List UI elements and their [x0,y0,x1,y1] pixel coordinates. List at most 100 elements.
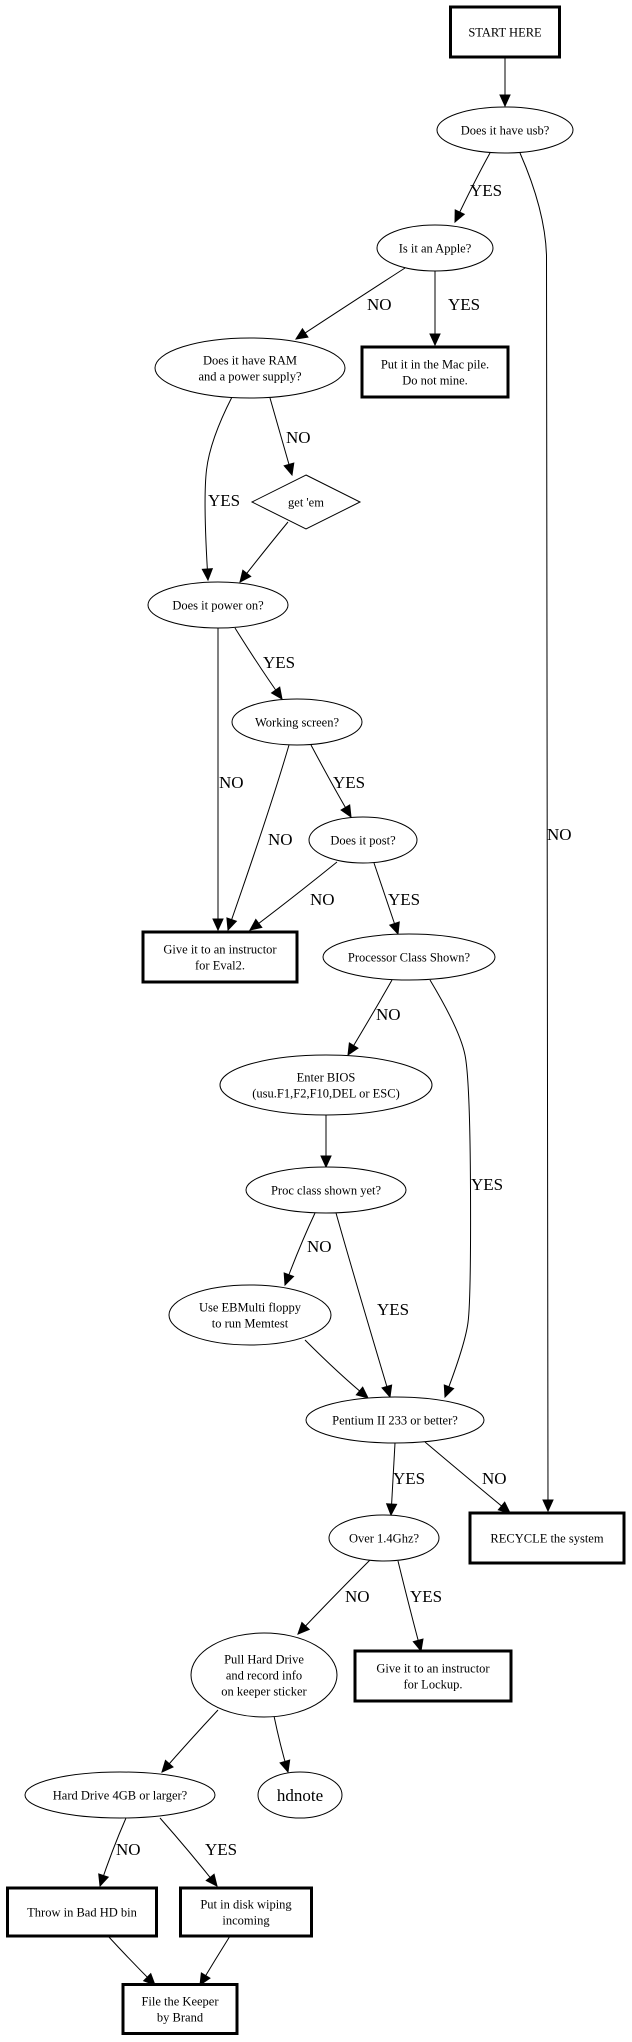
node-ram: Does it have RAM and a power supply? [154,337,346,399]
node-procshown: Processor Class Shown? [322,933,496,981]
node-keeper: File the Keeper by Brand [121,1983,239,2035]
node-label: Pull Hard Drive [224,1653,304,1667]
edge-usb-recycle [519,152,549,1512]
edge-label-no: NO [116,1840,141,1859]
node-getem: get 'em [250,474,362,530]
edge-label-no: NO [367,295,392,314]
node-screen: Working screen? [231,698,363,746]
diamond-shape [250,474,362,530]
arrowhead-icon [443,1384,455,1399]
node-label: RECYCLE the system [490,1532,603,1546]
edge-label-yes: YES [393,1469,425,1488]
node-label: Give it to an instructor [376,1662,490,1676]
ellipse-shape [154,337,346,399]
node-recycle: RECYCLE the system [468,1511,626,1565]
edge-label-yes: YES [410,1587,442,1606]
node-post: Does it post? [308,816,418,864]
node-label: Put it in the Mac pile. [381,358,489,372]
edges-layer [98,57,554,1987]
box-shape [141,930,299,984]
edge-label-yes: YES [388,890,420,909]
edge-label-no: NO [376,1005,401,1024]
arrowhead-icon [239,569,252,583]
box-shape [360,345,510,399]
edge-procshown-pentium [429,979,472,1398]
node-hd4gb: Hard Drive 4GB or larger? [24,1771,216,1819]
node-label: incoming [222,1914,270,1928]
arrowhead-icon [205,1873,218,1887]
node-label: Enter BIOS [297,1071,356,1085]
node-label: Does it have usb? [461,124,550,138]
edge-ebmulti-pentium [304,1339,369,1399]
node-label: for Eval2. [195,959,245,973]
arrowhead-icon [279,1759,291,1774]
node-label: (usu.F1,F2,F10,DEL or ESC) [252,1087,399,1101]
ellipse-shape [24,1771,216,1819]
edge-label-yes: YES [471,1175,503,1194]
edge-label-no: NO [547,825,572,844]
node-label: get 'em [288,496,324,510]
arrowhead-icon [297,1621,311,1635]
edge-ghz-lockup [397,1560,422,1652]
box-shape [6,1886,158,1938]
arrowhead-icon [226,917,238,932]
edge-getem-poweron [239,521,289,583]
node-ghz: Over 1.4Ghz? [328,1514,440,1562]
ellipse-shape [168,1284,332,1346]
edge-apple-ram [295,267,406,340]
node-macpile: Put it in the Mac pile. Do not mine. [360,345,510,399]
arrowhead-icon [294,327,309,340]
ellipse-shape [436,106,574,154]
ellipse-shape [257,1771,343,1819]
node-label: Do not mine. [402,374,468,388]
arrowhead-icon [388,921,400,936]
node-label: Does it have RAM [203,354,297,368]
arrowhead-icon [249,918,263,931]
node-wiping: Put in disk wiping incoming [179,1886,313,1938]
arrowhead-icon [212,918,224,932]
arrowhead-icon [142,1972,156,1986]
edge-pullhd-hd4gb [161,1709,219,1773]
ellipse-shape [376,224,494,272]
edge-label-yes: YES [263,653,295,672]
edge-label-yes: YES [205,1840,237,1859]
arrowhead-icon [542,1499,554,1513]
ellipse-shape [231,698,363,746]
edge-screen-eval2 [227,744,290,931]
arrowhead-icon [199,1972,211,1987]
edge-label-yes: YES [333,773,365,792]
arrowhead-icon [340,804,352,819]
box-shape [353,1649,513,1703]
arrowhead-icon [429,333,441,347]
node-label: Pentium II 233 or better? [332,1414,458,1428]
node-label: on keeper sticker [221,1685,307,1699]
edge-label-yes: YES [470,181,502,200]
node-label: and a power supply? [198,370,302,384]
node-label: File the Keeper [141,1995,219,2009]
node-label: Processor Class Shown? [348,951,471,965]
edge-label-no: NO [307,1237,332,1256]
ellipse-shape [328,1514,440,1562]
node-eval2: Give it to an instructor for Eval2. [141,930,299,984]
ellipse-shape [219,1054,433,1116]
ellipse-shape [147,581,289,629]
edge-label-no: NO [345,1587,370,1606]
node-label: by Brand [157,2011,204,2025]
node-usb: Does it have usb? [436,106,574,154]
node-label: Give it to an instructor [163,943,277,957]
edge-label-yes: YES [208,491,240,510]
node-procyet: Proc class shown yet? [245,1166,407,1214]
node-label: Put in disk wiping [200,1898,292,1912]
arrowhead-icon [385,1503,398,1517]
arrowhead-icon [497,1501,511,1514]
arrowhead-icon [499,94,511,108]
arrowhead-icon [283,1272,295,1287]
node-bios: Enter BIOS (usu.F1,F2,F10,DEL or ESC) [219,1054,433,1116]
node-label: Working screen? [255,716,339,730]
